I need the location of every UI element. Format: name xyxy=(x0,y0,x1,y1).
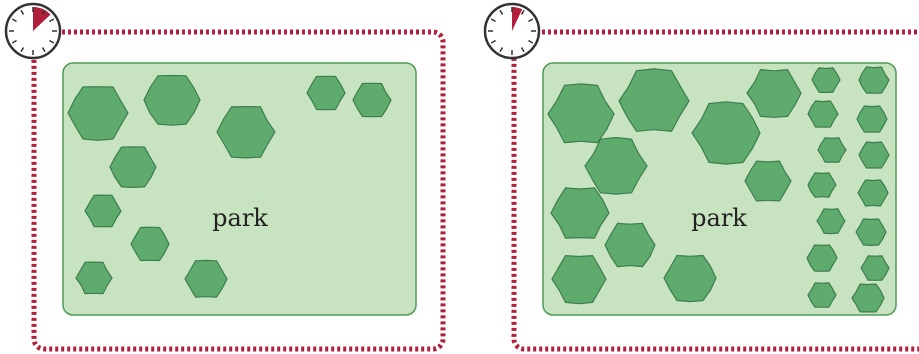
trees-2 xyxy=(547,66,890,313)
tree-canopy-icon xyxy=(858,141,890,169)
clock-tick xyxy=(520,47,525,53)
clock-tick xyxy=(490,39,496,44)
tree-canopy-icon xyxy=(851,283,885,313)
tree-canopy-icon xyxy=(663,254,717,303)
clock-tick xyxy=(499,9,504,15)
tree-canopy-icon xyxy=(860,255,890,281)
tree-canopy-icon xyxy=(216,106,276,159)
trees-1 xyxy=(67,74,392,298)
boundary-1 xyxy=(31,29,446,352)
tree-canopy-icon xyxy=(691,101,761,165)
tree-canopy-icon xyxy=(817,137,847,163)
tree-canopy-icon xyxy=(858,66,890,94)
tree-canopy-icon xyxy=(130,226,170,262)
clock-tick xyxy=(528,18,534,23)
clock-tick xyxy=(49,39,55,44)
tree-canopy-icon xyxy=(746,69,802,118)
tree-canopy-icon xyxy=(550,187,610,239)
tree-canopy-icon xyxy=(143,74,201,126)
tree-canopy-icon xyxy=(811,67,841,94)
park-label-2: park xyxy=(691,204,747,232)
clock-tick xyxy=(490,18,496,23)
panel-1: park xyxy=(4,2,446,352)
tree-canopy-icon xyxy=(807,172,837,198)
tree-canopy-icon xyxy=(551,255,607,305)
tree-canopy-icon xyxy=(75,261,113,295)
tree-canopy-icon xyxy=(807,100,839,128)
clock-tick xyxy=(11,39,17,44)
tree-canopy-icon xyxy=(84,194,122,228)
clock-tick xyxy=(41,9,46,15)
tree-canopy-icon xyxy=(547,83,615,144)
clock-tick xyxy=(520,9,525,15)
stopwatch-icon xyxy=(4,2,62,60)
tree-canopy-icon xyxy=(807,282,837,308)
tree-canopy-icon xyxy=(816,208,846,235)
tree-canopy-icon xyxy=(604,222,656,268)
clock-tick xyxy=(49,18,55,23)
tree-canopy-icon xyxy=(67,86,129,141)
tree-canopy-icon xyxy=(744,160,792,202)
panel-2: park xyxy=(483,2,919,352)
clock-ticks-2 xyxy=(488,7,536,55)
tree-canopy-icon xyxy=(806,244,838,272)
tree-canopy-icon xyxy=(855,218,887,246)
tree-canopy-icon xyxy=(306,75,346,111)
tree-canopy-icon xyxy=(352,82,392,118)
clock-ticks-1 xyxy=(9,7,57,55)
tree-canopy-icon xyxy=(857,179,889,207)
tree-canopy-icon xyxy=(184,259,228,298)
tree-canopy-icon xyxy=(109,146,157,188)
clock-wedge-2 xyxy=(512,6,523,31)
clock-tick xyxy=(528,39,534,44)
clock-tick xyxy=(20,9,25,15)
clock-tick xyxy=(41,47,46,53)
clock-tick xyxy=(20,47,25,53)
stopwatch-icon xyxy=(483,2,541,60)
boundary-2 xyxy=(511,29,919,352)
park-label-1: park xyxy=(212,204,268,232)
clock-tick xyxy=(11,18,17,23)
clock-wedge-1 xyxy=(33,6,51,31)
tree-canopy-icon xyxy=(856,105,888,133)
clock-tick xyxy=(499,47,504,53)
tree-canopy-icon xyxy=(618,68,690,132)
tree-canopy-icon xyxy=(584,136,648,195)
